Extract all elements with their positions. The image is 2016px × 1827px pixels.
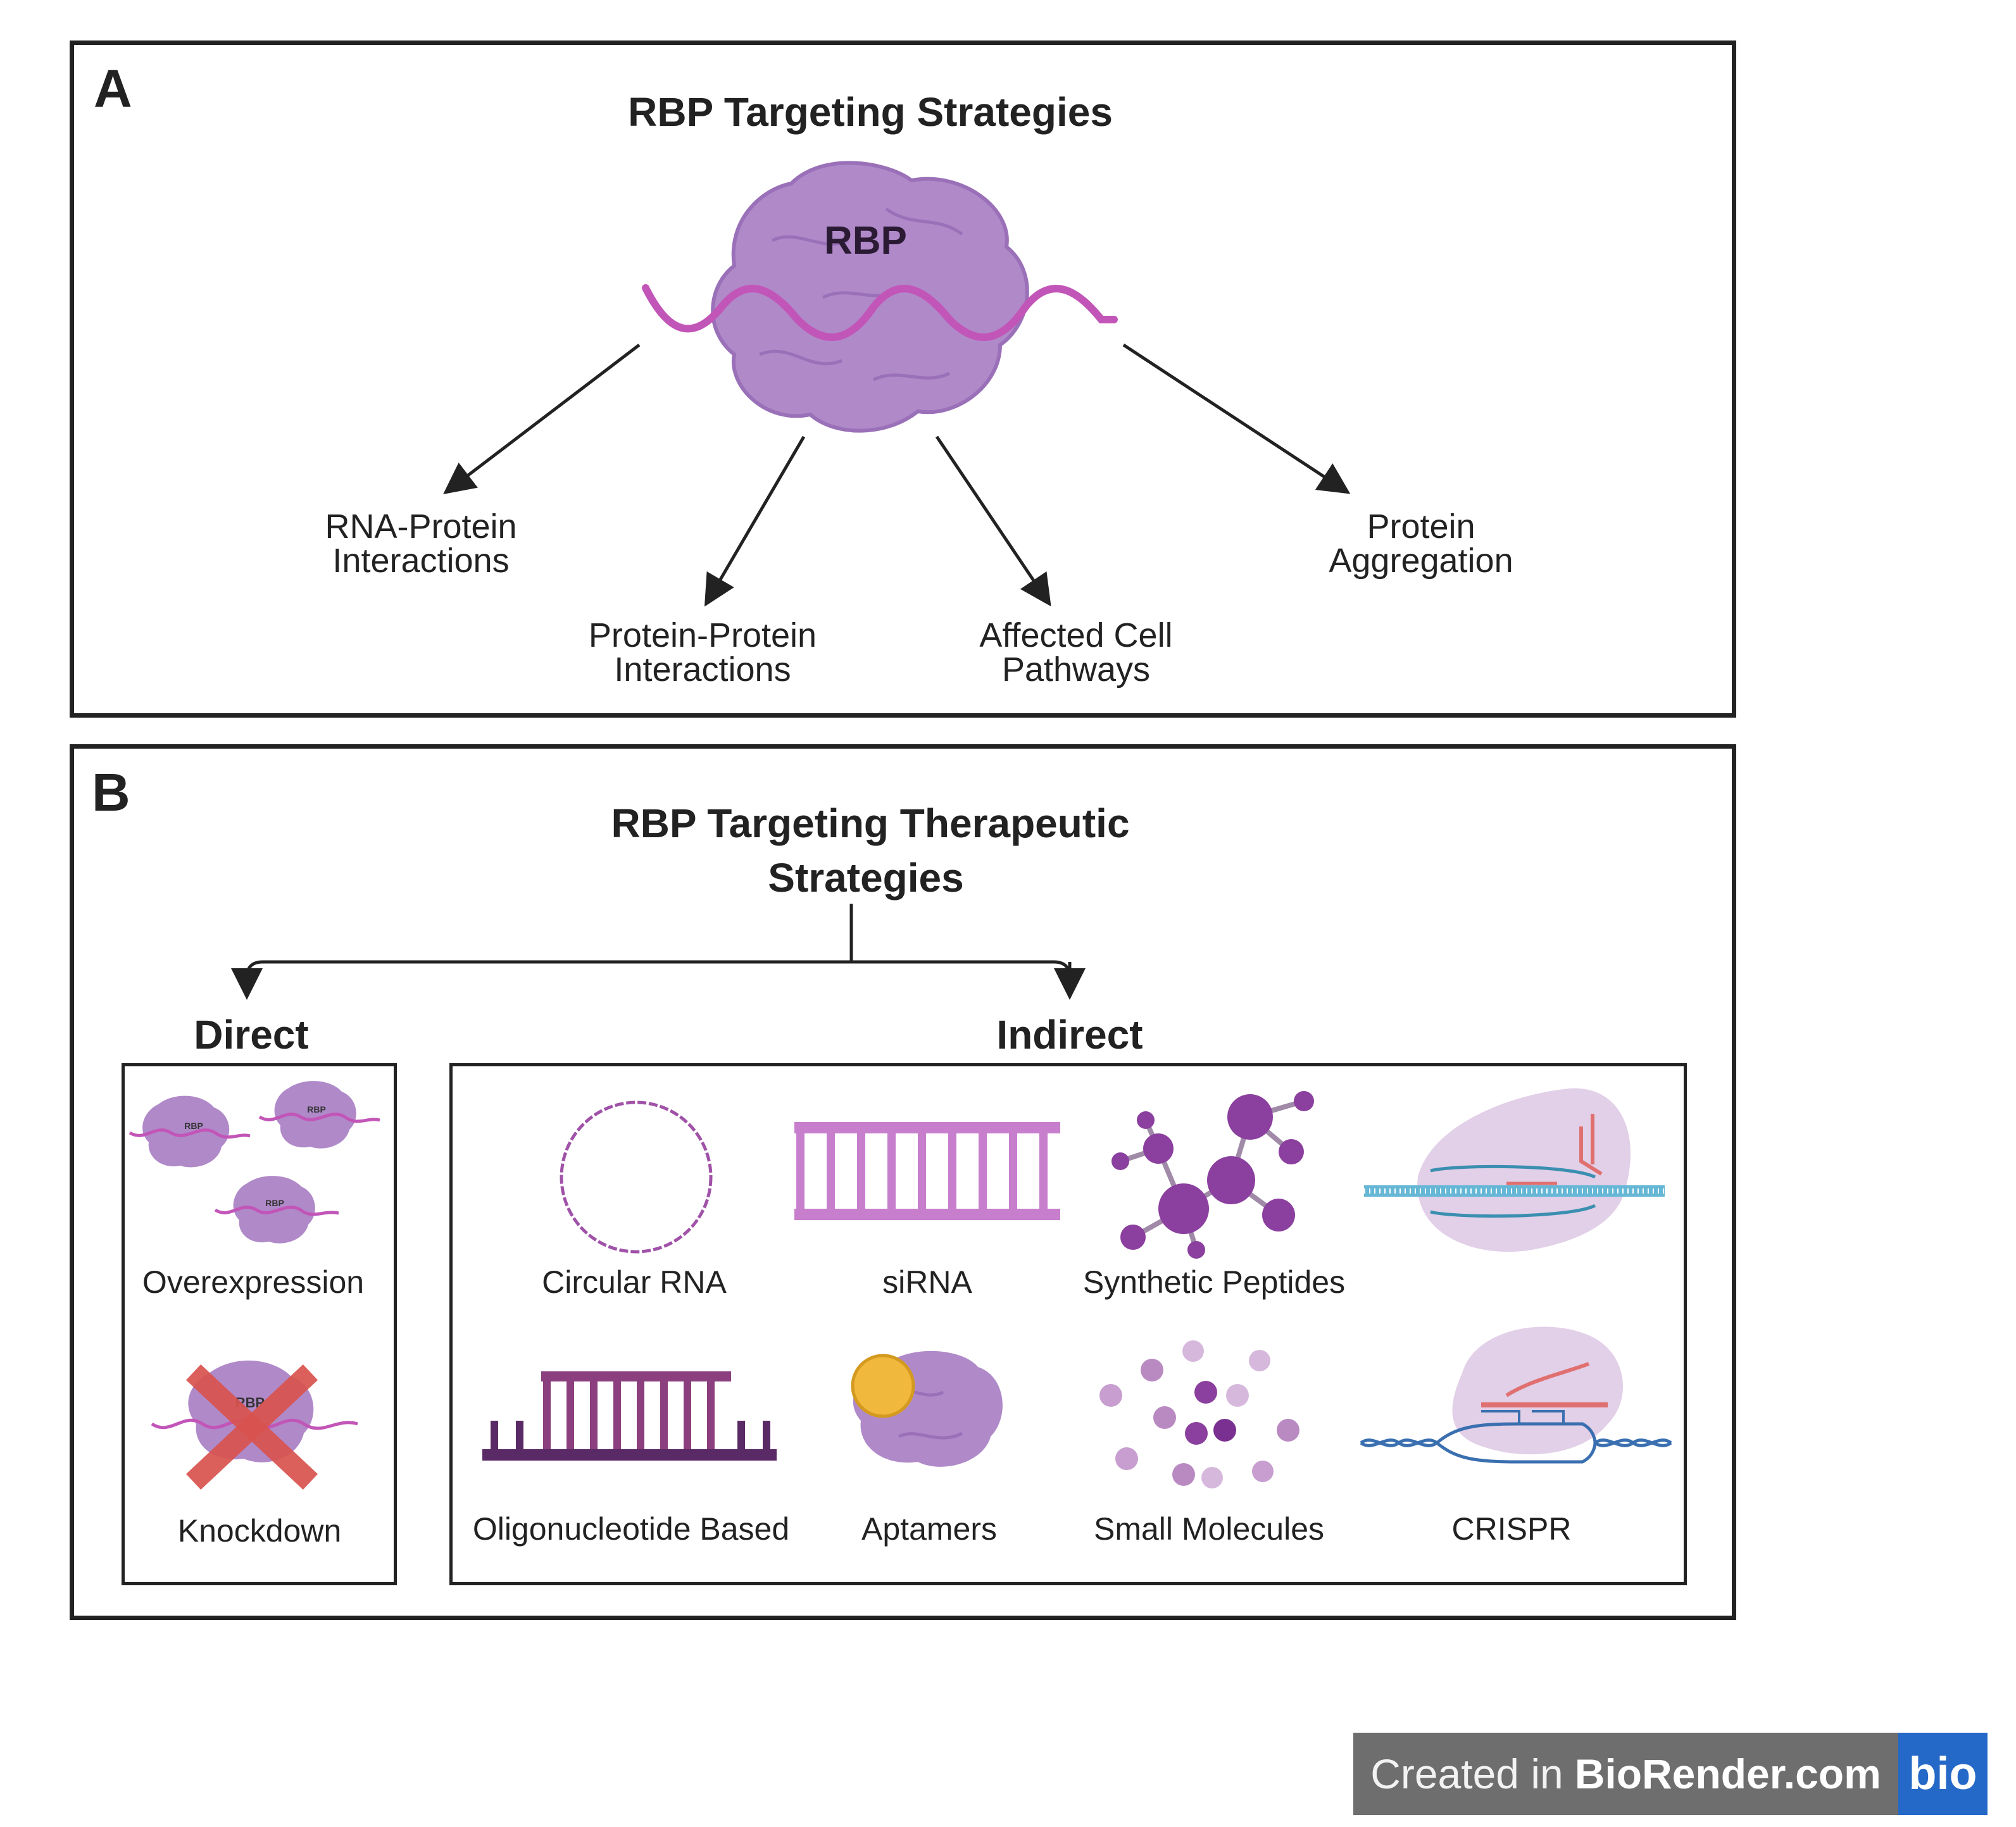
- label-knockdown: Knockdown: [177, 1513, 342, 1549]
- outcome-cell-pathways: Affected Cell Pathways: [979, 618, 1172, 687]
- label-oligonucleotide: Oligonucleotide Based: [472, 1511, 790, 1547]
- synthetic-peptides-icon: [1111, 1091, 1314, 1259]
- indirect-heading: Indirect: [996, 1012, 1143, 1057]
- rbp-protein-icon: [711, 161, 1029, 433]
- label-sirna: siRNA: [882, 1264, 972, 1300]
- knockdown-icon: RBP: [151, 1360, 358, 1490]
- outcome-cell-pathways-line2: Pathways: [1001, 651, 1151, 689]
- label-small-molecules: Small Molecules: [1093, 1511, 1325, 1547]
- svg-text:RBP: RBP: [184, 1121, 203, 1131]
- outcome-rna-protein-line2: Interactions: [332, 542, 510, 580]
- indirect-box: [449, 1063, 1687, 1585]
- svg-text:RBP: RBP: [265, 1198, 284, 1208]
- outcome-cell-pathways-line1: Affected Cell: [979, 616, 1173, 654]
- outcome-aggregation: Protein Aggregation: [1329, 509, 1513, 578]
- oligonucleotide-icon: [482, 1371, 777, 1461]
- panel-b-letter: B: [92, 763, 130, 822]
- arrow-protein-protein: [704, 435, 806, 607]
- label-crispr: CRISPR: [1451, 1511, 1572, 1547]
- outcome-protein-protein: Protein-Protein Interactions: [589, 618, 817, 687]
- outcome-aggregation-line1: Protein: [1367, 508, 1475, 546]
- small-molecules-icon: [1099, 1340, 1299, 1488]
- biorender-logo-icon: bio: [1898, 1733, 1988, 1815]
- outcome-rna-protein-line1: RNA-Protein: [325, 508, 517, 546]
- outcome-rna-protein: RNA-Protein Interactions: [325, 509, 517, 578]
- label-synthetic-peptides: Synthetic Peptides: [1082, 1264, 1346, 1300]
- direct-box: [122, 1063, 397, 1585]
- direct-heading: Direct: [194, 1012, 309, 1057]
- label-circular-rna: Circular RNA: [542, 1264, 727, 1300]
- label-aptamers: Aptamers: [861, 1511, 997, 1547]
- biorender-badge[interactable]: Created in BioRender.com bio: [1353, 1733, 1988, 1815]
- outcome-protein-protein-line1: Protein-Protein: [588, 616, 817, 654]
- badge-text: Created in BioRender.com: [1353, 1733, 1898, 1815]
- arrow-cell-pathways: [935, 435, 1051, 607]
- badge-prefix: Created in: [1370, 1750, 1563, 1797]
- panel-a-title: RBP Targeting Strategies: [628, 89, 1113, 135]
- outcome-protein-protein-line2: Interactions: [614, 651, 791, 689]
- panel-a: [70, 41, 1736, 718]
- arrow-rna-protein: [443, 344, 641, 495]
- crispr-icon: [1360, 1326, 1672, 1464]
- rbp-label: RBP: [824, 219, 907, 263]
- badge-brand: BioRender.com: [1574, 1750, 1881, 1797]
- rna-strand-icon: [642, 284, 1118, 341]
- circular-rna-icon: [560, 1101, 713, 1254]
- overexpression-icon: RBP RBP RBP: [128, 1081, 380, 1244]
- outcome-aggregation-line2: Aggregation: [1329, 542, 1513, 580]
- crispr-complex-icon: [1364, 1088, 1665, 1252]
- panel-a-letter: A: [94, 59, 132, 118]
- panel-b-title-line1: RBP Targeting Therapeutic: [611, 801, 1130, 846]
- panel-b-title-line2: Strategies: [768, 855, 964, 901]
- aptamers-icon: [851, 1350, 1003, 1467]
- svg-text:RBP: RBP: [307, 1104, 326, 1114]
- sirna-icon: [794, 1122, 1060, 1220]
- arrow-aggregation: [1122, 343, 1351, 494]
- panel-b: [70, 744, 1736, 1620]
- label-overexpression: Overexpression: [142, 1264, 365, 1300]
- branch-connector: [231, 904, 1086, 1000]
